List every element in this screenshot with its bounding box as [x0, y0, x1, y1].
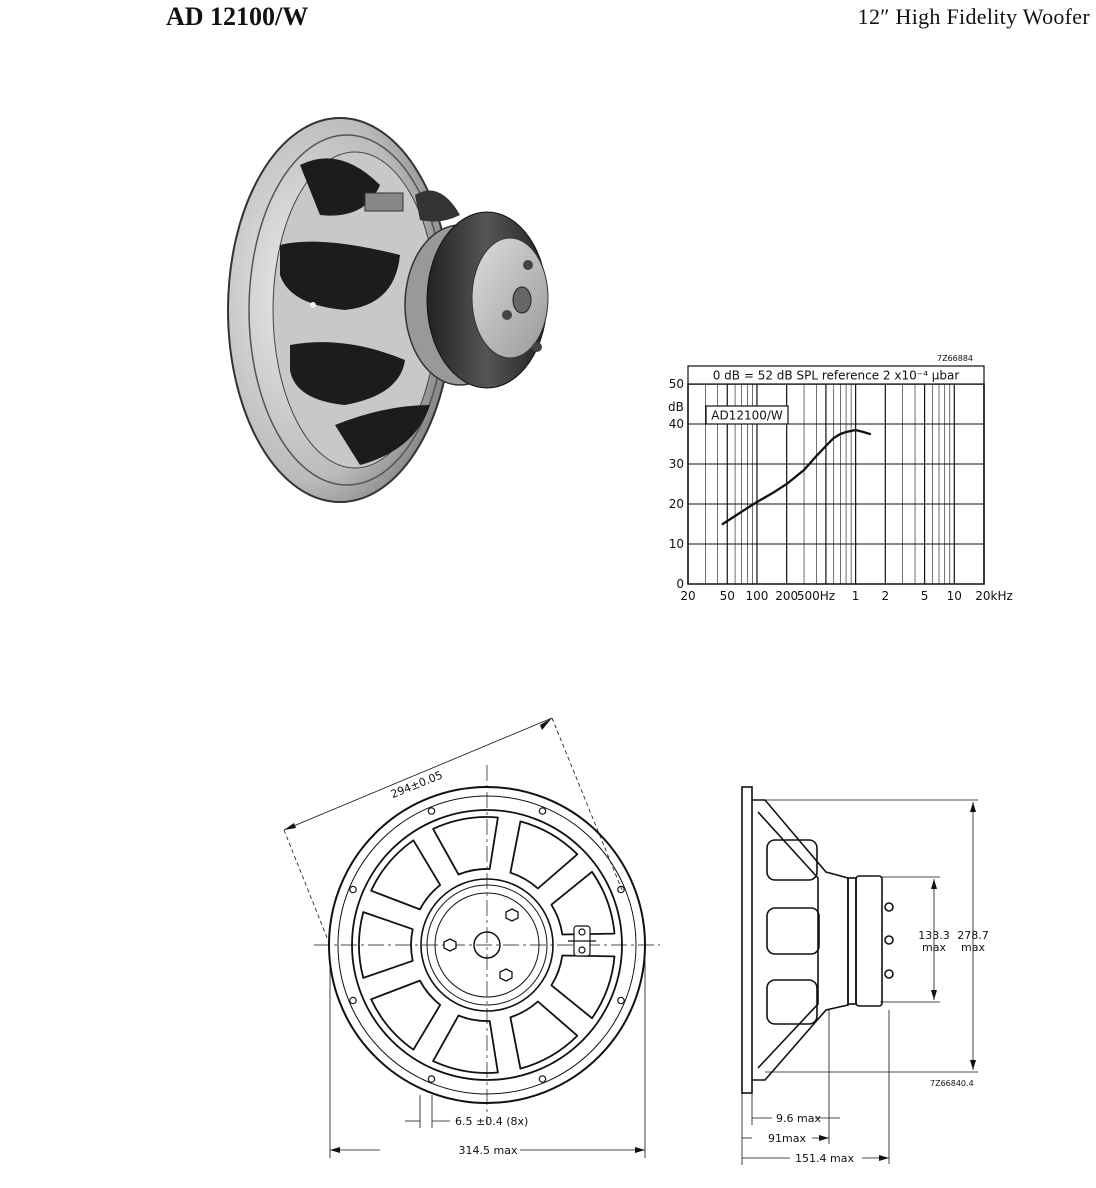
- y-tick-label: 10: [669, 537, 684, 551]
- response-curve: [721, 428, 872, 526]
- depth-dimension-total: 151.4 max: [795, 1152, 854, 1165]
- x-tick-label: 5: [921, 589, 929, 603]
- drawing-figure-code: 7Z66840.4: [930, 1079, 974, 1088]
- x-tick-label: 50: [720, 589, 735, 603]
- basket-window: [370, 839, 442, 911]
- depth-dimension-short: 91max: [768, 1132, 806, 1145]
- mounting-holes-dimension: 6.5 ±0.4 (8x): [455, 1115, 528, 1128]
- y-tick-label: 50: [669, 377, 684, 391]
- mounting-hole: [538, 1075, 547, 1083]
- side-view-drawing: 133.3 max 278.7 max 7Z66840.4 9.6 max 91…: [741, 786, 989, 1165]
- magnet-dimension-value: 133.3: [918, 929, 950, 942]
- product-model: AD 12100/W: [166, 2, 309, 31]
- mounting-hole: [427, 1075, 436, 1083]
- basket-window: [370, 979, 442, 1051]
- flange-dimension: 9.6 max: [776, 1112, 821, 1125]
- x-tick-label: 20: [680, 589, 695, 603]
- basket-window: [509, 820, 579, 890]
- mounting-hole: [617, 885, 625, 894]
- x-tick-label: 2: [882, 589, 890, 603]
- series-label-box: AD12100/W: [711, 409, 783, 423]
- frame-dimension-value: 278.7: [957, 929, 989, 942]
- overall-diameter-dimension: 314.5 max: [459, 1144, 518, 1157]
- mounting-hole: [349, 885, 357, 894]
- basket-window: [550, 870, 616, 936]
- frame-dimension-suffix: max: [961, 941, 985, 954]
- front-view-drawing: 294±0.05 6.5 ±0.4 (8x) 314.5 max: [283, 717, 660, 1159]
- product-description: 12″ High Fidelity Woofer: [857, 4, 1090, 29]
- x-tick-label: 1: [852, 589, 860, 603]
- mounting-hole: [349, 996, 357, 1005]
- chart-figure-code: 7Z66884: [937, 354, 974, 363]
- x-tick-label: 20kHz: [975, 589, 1013, 603]
- mounting-hole: [617, 996, 625, 1005]
- y-axis-label: dB: [668, 400, 684, 414]
- mounting-hole: [427, 807, 436, 815]
- mounting-hole: [538, 807, 547, 815]
- y-tick-label: 30: [669, 457, 684, 471]
- basket-window: [432, 1014, 499, 1074]
- x-tick-label: 200: [775, 589, 798, 603]
- basket-window: [432, 816, 499, 876]
- x-tick-label: 500Hz: [797, 589, 835, 603]
- reference-note: 0 dB = 52 dB SPL reference 2 x10⁻⁴ µbar: [713, 369, 960, 383]
- basket-window: [509, 1000, 579, 1070]
- y-tick-label: 40: [669, 417, 684, 431]
- y-tick-label: 20: [669, 497, 684, 511]
- y-tick-label: 0: [676, 577, 684, 591]
- basket-window: [550, 954, 616, 1020]
- basket-window: [358, 911, 414, 979]
- loudspeaker-photo: [227, 117, 549, 503]
- magnet-dimension-suffix: max: [922, 941, 946, 954]
- x-tick-label: 10: [947, 589, 962, 603]
- x-tick-label: 100: [746, 589, 769, 603]
